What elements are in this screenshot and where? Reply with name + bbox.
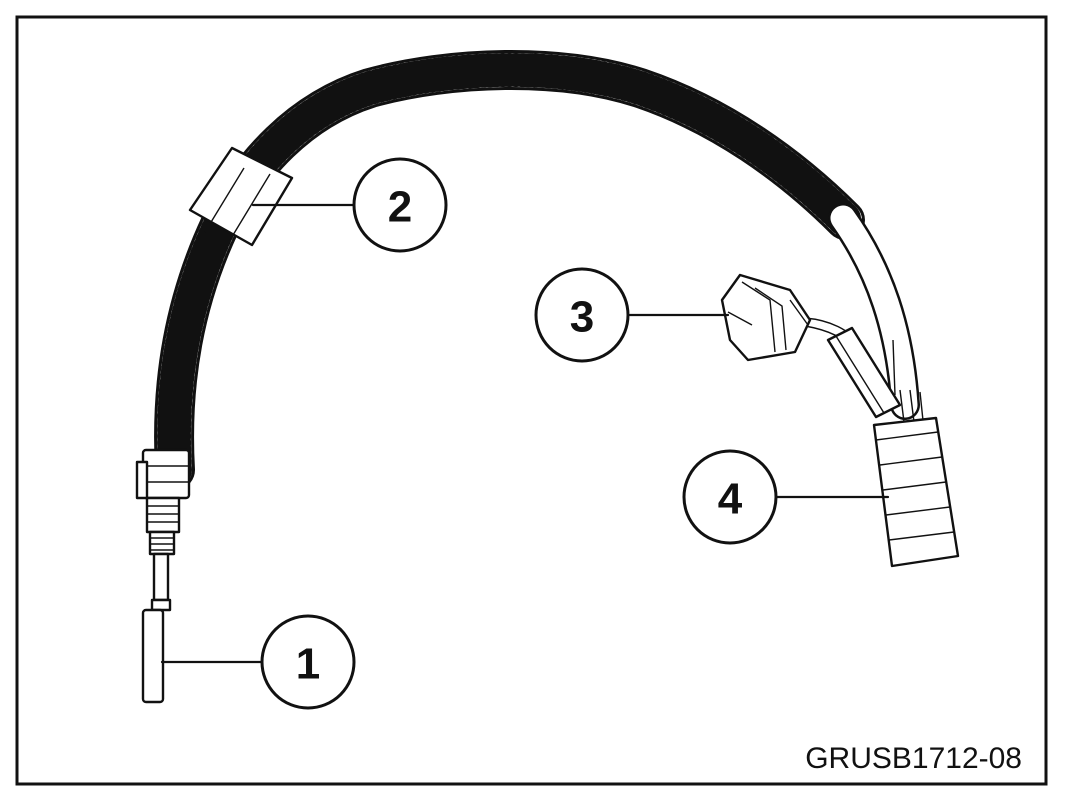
callout-3-label: 3 [570,293,594,342]
small-connector [720,273,812,362]
callout-4-label: 4 [718,475,743,524]
cable-grommet [188,146,294,247]
sensor-probe [135,448,191,704]
callout-3: 3 [534,267,630,363]
corrugated-harness [154,49,865,490]
leader-lines [160,203,890,664]
callout-1: 1 [260,614,356,710]
figure-code: GRUSB1712-08 [805,742,1022,775]
right-cable [828,203,920,420]
main-connector [872,416,960,568]
callout-2-label: 2 [388,183,412,232]
callout-2: 2 [352,157,448,253]
wire-sleeve [826,326,902,419]
callout-4: 4 [682,449,778,545]
callout-1-label: 1 [296,640,320,689]
